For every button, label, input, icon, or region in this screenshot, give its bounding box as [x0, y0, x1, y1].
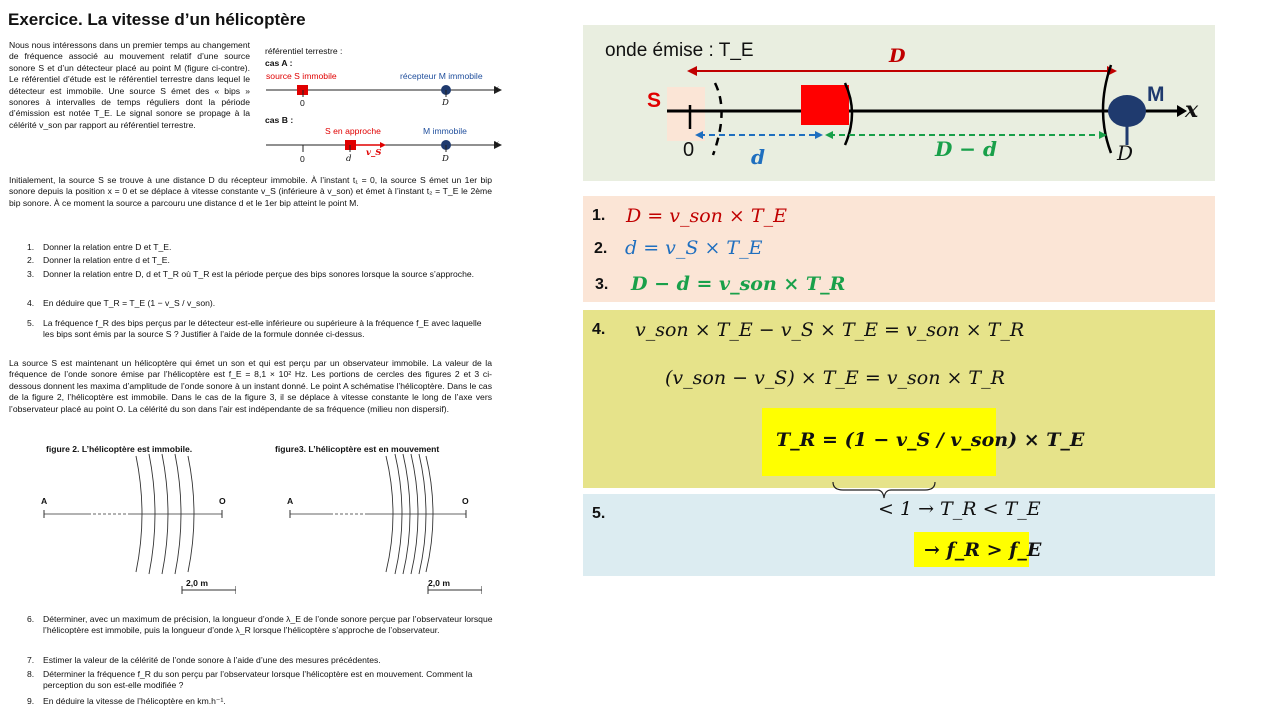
figure-2-wavefronts: [43, 453, 236, 594]
question-6: 6. Déterminer, avec un maximum de précis…: [27, 614, 493, 650]
question-number: 3.: [27, 269, 35, 279]
question-number: 2.: [27, 255, 35, 265]
case-a-source-label: source S immobile: [266, 71, 337, 81]
case-b-tick-d: D: [442, 154, 449, 164]
questions-part-1: 1. Donner la relation entre D et T_E. 2.…: [27, 242, 493, 342]
case-b-tick-0: 0: [300, 154, 305, 164]
helicopter-paragraph: La source S est maintenant un hélicoptèr…: [9, 358, 492, 414]
question-number: 7.: [27, 655, 35, 665]
distance-d-minus-d-label: D − d: [935, 137, 998, 161]
figure-2-scale: 2,0 m: [186, 578, 208, 588]
question-text: En déduire que T_R = T_E (1 − v_S / v_so…: [43, 298, 216, 308]
answers-1-3-panel: 1. D = v_son × T_E 2. d = v_S × T_E 3. D…: [583, 196, 1215, 302]
answer-3-formula: D − d = v_son × T_R: [631, 273, 846, 295]
question-number: 9.: [27, 696, 35, 706]
question-text: En déduire la vitesse de l’hélicoptère e…: [43, 696, 226, 706]
question-number: 8.: [27, 669, 35, 679]
figure-3-point-o: O: [462, 496, 469, 506]
question-number: 5.: [27, 318, 35, 328]
question-text: Donner la relation entre D, d et T_R où …: [43, 269, 475, 279]
answer-4-result: T_R = (1 − v_S / v_son) × T_E: [776, 429, 1085, 451]
question-text: La fréquence f_R des bips perçus par le …: [43, 318, 482, 339]
case-b-label: cas B :: [265, 115, 294, 125]
answer-1-formula: D = v_son × T_E: [626, 205, 787, 227]
case-a-tick-d: D: [442, 98, 449, 108]
question-text: Donner la relation entre D et T_E.: [43, 242, 172, 252]
answer-5-panel: 5. < 1 → T_R < T_E → f_R > f_E: [583, 481, 1215, 576]
question-number: 6.: [27, 614, 35, 624]
answer-2-formula: d = v_S × T_E: [625, 237, 763, 259]
detector-m: [1108, 95, 1146, 127]
question-5: 5. La fréquence f_R des bips perçus par …: [27, 318, 493, 342]
ref-frame-title: référentiel terrestre :: [265, 46, 343, 56]
exercise-title: Exercice. La vitesse d’un hélicoptère: [8, 10, 306, 29]
question-text: Donner la relation entre d et T_E.: [43, 255, 170, 265]
doppler-diagram: [667, 64, 1187, 156]
position-d-label: D: [1117, 141, 1134, 165]
question-text: Déterminer la fréquence f_R du son perçu…: [43, 669, 473, 690]
figure-3-point-a: A: [287, 496, 294, 506]
figure-2-caption: figure 2. L’hélicoptère est immobile.: [46, 444, 193, 454]
case-a-label: cas A :: [265, 58, 293, 68]
answer-2-number: 2.: [594, 240, 608, 257]
distance-d-label: D: [889, 45, 906, 67]
emitted-wave-label: onde émise : T_E: [605, 40, 754, 61]
case-a-tick-0: 0: [300, 98, 305, 108]
question-text: Déterminer, avec un maximum de précision…: [43, 614, 493, 635]
answer-3-number: 3.: [595, 276, 609, 293]
answer-5-line-1: < 1 → T_R < T_E: [878, 498, 1041, 520]
source-s-label: S: [647, 89, 662, 112]
figure-3-caption: figure3. L’hélicoptère est en mouvement: [275, 444, 440, 454]
answer-1-number: 1.: [592, 207, 606, 224]
figure-2-point-a: A: [41, 496, 48, 506]
figure-3-scale: 2,0 m: [428, 578, 450, 588]
question-3: 3. Donner la relation entre D, d et T_R …: [27, 269, 493, 293]
case-b-source-label: S en approche: [325, 126, 381, 136]
axis-x-label: x: [1185, 97, 1199, 123]
question-number: 4.: [27, 298, 35, 308]
answer-4-panel: 4. v_son × T_E − v_S × T_E = v_son × T_R…: [583, 310, 1215, 488]
answer-5-result-box: → f_R > f_E: [914, 532, 1041, 567]
case-a-axis-x: x: [494, 84, 499, 94]
answer-5-number: 5.: [592, 505, 606, 522]
origin-0-label: 0: [683, 139, 695, 161]
brace: [832, 481, 936, 499]
figure-3-wavefronts: [289, 453, 482, 594]
answer-4-line-1: v_son × T_E − v_S × T_E = v_son × T_R: [635, 319, 1025, 341]
doppler-diagram-panel: onde émise : T_E D S M x 0 d D − d D: [583, 25, 1215, 181]
answer-5-result: → f_R > f_E: [924, 539, 1042, 561]
case-b-receiver-label: M immobile: [423, 126, 467, 136]
situation-paragraph: Initialement, la source S se trouve à un…: [9, 175, 492, 208]
source-square: [801, 85, 849, 125]
intro-paragraph: Nous nous intéressons dans un premier te…: [9, 40, 250, 130]
case-b-axis: [266, 140, 502, 152]
figure-2-point-o: O: [219, 496, 226, 506]
answer-4-number: 4.: [592, 321, 606, 338]
detector-m-label: M: [1147, 83, 1165, 106]
distance-small-d-label: d: [751, 145, 765, 169]
question-8: 8. Déterminer la fréquence f_R du son pe…: [27, 669, 493, 693]
case-b-tick-small-d: d: [346, 154, 352, 164]
case-b-axis-x: x: [494, 139, 499, 149]
questions-part-2: 6. Déterminer, avec un maximum de précis…: [27, 614, 493, 714]
case-b-speed-label: v_S: [366, 148, 382, 158]
answer-4-line-2: (v_son − v_S) × T_E = v_son × T_R: [665, 367, 1005, 389]
case-a-axis: [266, 85, 502, 97]
question-number: 1.: [27, 242, 35, 252]
answer-4-result-box: T_R = (1 − v_S / v_son) × T_E: [762, 408, 1084, 476]
case-a-receiver-label: récepteur M immobile: [400, 71, 483, 81]
question-text: Estimer la valeur de la célérité de l’on…: [43, 655, 381, 665]
